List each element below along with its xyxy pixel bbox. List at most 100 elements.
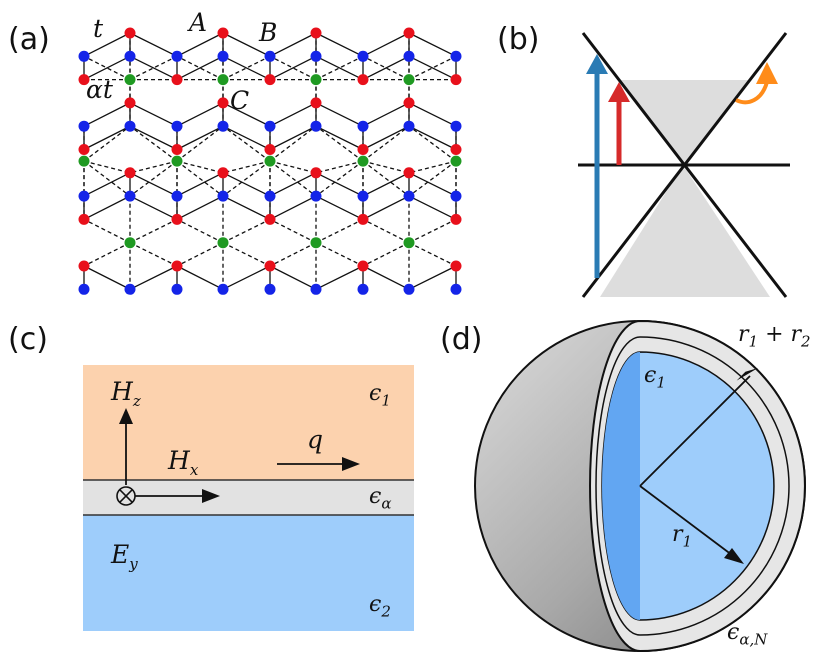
solid-bond [83,102,131,127]
label-eps-alpha-c: ϵα [369,484,392,513]
lattice-site-A [171,144,183,155]
lattice-site-B [403,50,415,62]
core-face-shade [602,352,640,620]
lattice-site-A [310,27,322,39]
solid-bond [362,195,410,220]
lattice-site-A [217,97,229,109]
solid-bond [176,125,224,151]
label-r1: r1 [672,522,693,551]
dashed-bond [176,218,224,244]
solid-bond [83,265,131,290]
q-arrow-head [342,457,360,471]
solid-bond [269,195,317,220]
lattice-site-A [78,213,90,225]
label-A: A [189,8,208,37]
label-eps1-d: ϵ1 [644,363,666,392]
ey-cross-2 [119,489,133,503]
panel-c-letter: (c) [8,322,48,357]
dashed-bond [269,218,317,244]
dashed-bond [408,242,457,267]
lattice-site-A [357,74,369,86]
solid-bond [83,125,131,151]
lattice-site-B [403,120,415,132]
lattice-site-A [450,144,462,155]
solid-bond [408,172,457,197]
dashed-bond [83,125,131,162]
lattice-site-B [357,120,369,132]
panel-d-letter: (d) [440,322,483,357]
lattice-site-C [78,155,90,167]
shell-inner-edge [595,336,790,636]
label-eps1-c: ϵ1 [369,381,391,410]
lattice-site-B [78,190,90,202]
solid-bond [269,102,317,127]
dashed-bond [269,242,317,267]
dashed-bond [362,218,410,244]
lattice-site-B [450,120,462,132]
panel-a-letter: (a) [8,22,50,57]
solid-bond [176,172,224,197]
dashed-bond [222,160,271,174]
lattice-site-A [310,167,322,179]
solid-bond [222,102,271,127]
r1r2-radius-arrow [639,375,751,487]
dashed-bond [129,55,178,81]
dashed-bond [83,160,131,174]
label-t: t [93,14,104,43]
lattice-site-A [403,97,415,109]
r1-arrow-head [724,548,744,564]
r1-radius-arrow [639,485,733,556]
dashed-bond [362,160,410,197]
dashed-bond [129,160,178,197]
panel-b-letter: (b) [497,22,540,57]
dashed-bond [83,160,131,197]
dashed-bond [408,160,457,197]
medium-middle-layer [83,480,414,515]
lattice-site-A [264,213,276,225]
dashed-bond [222,125,271,162]
lattice-site-A [357,260,369,272]
dashed-bond [362,125,410,162]
lattice-site-A [124,27,136,39]
lattice-site-A [403,27,415,39]
solid-bond [129,172,178,197]
dashed-bond [83,55,131,81]
solid-bond [362,125,410,151]
lattice-site-B [357,283,369,295]
solid-bond [129,32,178,57]
hz-arrow-head [119,408,133,424]
dashed-bond [269,125,317,162]
solid-bond [269,32,317,57]
dashed-bond [222,218,271,244]
lattice-site-A [264,260,276,272]
orange-intraband-arrow [735,81,769,105]
lattice-site-B [124,283,136,295]
lattice-site-C [264,155,276,167]
dashed-bond [408,55,457,81]
label-alpha: α [86,75,103,104]
dashed-bond [222,242,271,267]
solid-bond [362,172,410,197]
lattice-site-C [357,155,369,167]
solid-bond [408,32,457,57]
solid-bond [269,265,317,290]
lattice-site-A [357,213,369,225]
lattice-site-B [264,50,276,62]
solid-bond [129,125,178,151]
lattice-site-B [403,190,415,202]
lattice-site-A [264,144,276,155]
solid-bond [362,102,410,127]
dashed-bond [269,160,317,174]
lattice-site-B [310,283,322,295]
lattice-site-B [264,283,276,295]
dashed-bond [176,160,224,174]
lattice-site-C [217,74,229,86]
solid-bond [315,172,364,197]
lattice-site-C [171,155,183,167]
lattice-site-B [217,50,229,62]
lattice-site-B [78,50,90,62]
solid-bond [408,102,457,127]
solid-bond [129,55,178,81]
